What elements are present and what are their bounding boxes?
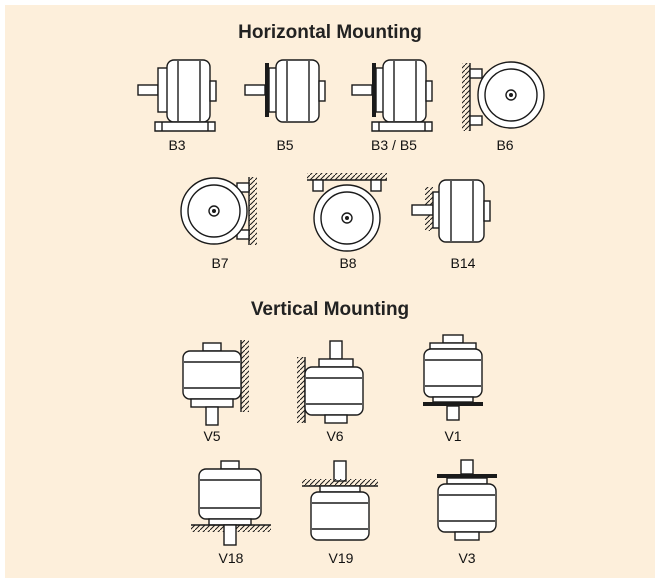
label-v3: V3: [458, 550, 476, 566]
b14-motor-drawing: [411, 179, 491, 243]
b8-motor-drawing: [307, 173, 387, 252]
v1-motor-drawing: [423, 334, 483, 421]
horizontal-mounting-heading: Horizontal Mounting: [238, 22, 422, 43]
label-b8: B8: [339, 255, 357, 271]
label-b14: B14: [450, 255, 476, 271]
label-v18: V18: [218, 550, 244, 566]
b3-motor-drawing: [137, 59, 217, 132]
b3-b5-motor-drawing: [351, 59, 433, 132]
label-b3-b5: B3 / B5: [371, 137, 417, 153]
label-b6: B6: [496, 137, 514, 153]
label-b5: B5: [276, 137, 294, 153]
v18-motor-drawing: [191, 460, 271, 546]
b7-motor-drawing: [180, 177, 257, 245]
mounting-panel: Horizontal Mounting Vertical Mounting: [5, 5, 655, 578]
label-v6: V6: [326, 428, 344, 444]
b6-motor-drawing: [462, 61, 545, 131]
v3-motor-drawing: [437, 459, 497, 541]
label-b7: B7: [211, 255, 229, 271]
mounting-diagrams: [137, 59, 545, 546]
label-v5: V5: [203, 428, 221, 444]
label-b3: B3: [168, 137, 186, 153]
b5-motor-drawing: [244, 59, 326, 123]
v5-motor-drawing: [182, 340, 249, 426]
v6-motor-drawing: [297, 340, 364, 424]
label-v1: V1: [444, 428, 462, 444]
v19-motor-drawing: [302, 460, 378, 541]
label-v19: V19: [328, 550, 354, 566]
vertical-mounting-heading: Vertical Mounting: [250, 299, 410, 320]
